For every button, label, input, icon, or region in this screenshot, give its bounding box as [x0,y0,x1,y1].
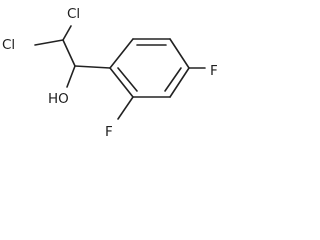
bond-chcl2-carbinol [62,39,76,67]
ring-bond-3 [169,38,190,69]
ring-bond-4 [169,67,190,98]
bond-carbinol-hydroxyl [66,65,76,88]
ring-bond-6 [109,67,134,98]
bond-chcl2-cl-left [34,39,64,46]
atom-label-fluoro-para: F [210,63,218,79]
atom-label-cl-upper: Cl [67,6,80,22]
bond-ring-fluoro-ortho [117,96,134,120]
ring-double-bond-inner-3 [117,67,138,92]
bond-carbinol-ring [74,65,111,69]
atom-label-fluoro-ortho: F [105,124,113,140]
side-chain [34,25,111,88]
molecule-canvas: Cl Cl HO F F [0,0,241,156]
ring-double-bond-inner-2 [164,67,182,92]
bond-chcl2-cl-upper [62,25,72,41]
structure-diagram: Cl Cl HO F F [2,6,218,140]
atom-label-hydroxyl: HO [48,91,69,107]
substituent-bonds [117,67,206,120]
atom-label-cl-left: Cl [2,37,15,53]
benzene-ring [109,38,190,98]
ring-bond-1 [109,38,134,69]
